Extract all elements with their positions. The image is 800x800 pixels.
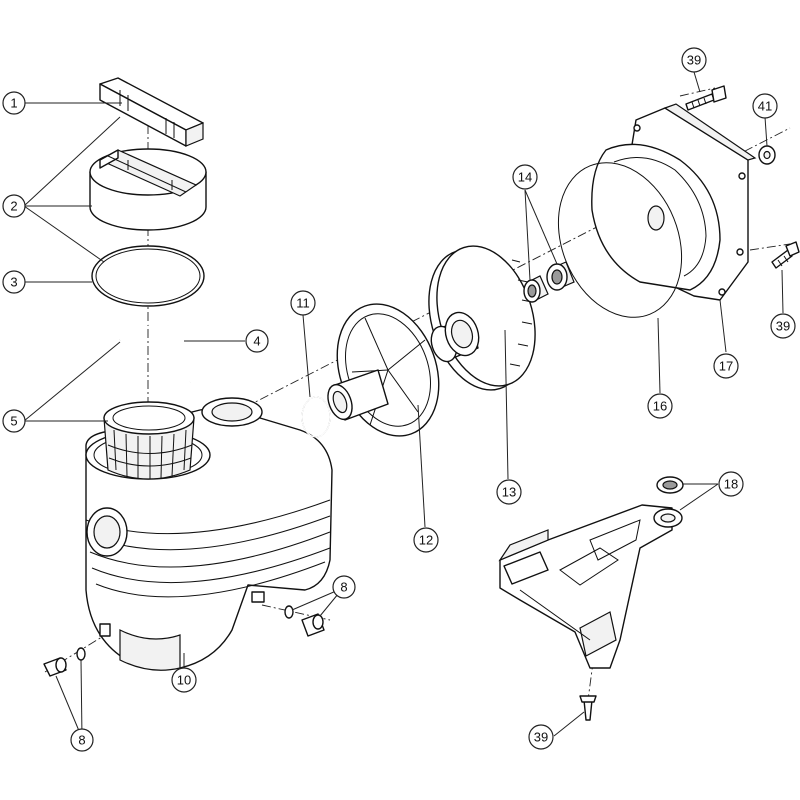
part-strainer-basket <box>103 401 195 480</box>
svg-text:10: 10 <box>177 673 191 688</box>
part-screw-top <box>685 85 727 111</box>
callout-17: 17 <box>713 353 739 379</box>
part-screw-right <box>771 241 800 269</box>
svg-text:1: 1 <box>10 96 17 111</box>
part-drain-plug-left <box>43 647 86 677</box>
callout-41: 41 <box>752 93 778 119</box>
part-handle-bar <box>99 77 204 147</box>
callout-39-top: 39 <box>681 47 707 73</box>
callout-39-right: 39 <box>770 313 796 339</box>
callout-11: 11 <box>290 290 316 316</box>
svg-text:18: 18 <box>724 477 738 492</box>
part-o-ring-diffuser <box>301 396 331 438</box>
callout-4: 4 <box>245 329 269 353</box>
svg-text:16: 16 <box>653 399 667 414</box>
callout-16: 16 <box>647 393 673 419</box>
svg-text:39: 39 <box>687 53 701 68</box>
part-screw-bottom <box>579 695 597 721</box>
svg-text:8: 8 <box>78 733 85 748</box>
svg-text:14: 14 <box>518 170 532 185</box>
svg-text:13: 13 <box>502 485 516 500</box>
svg-text:5: 5 <box>10 414 17 429</box>
part-washer <box>758 145 776 165</box>
callout-1: 1 <box>2 91 26 115</box>
part-base-foot <box>498 476 684 669</box>
svg-text:3: 3 <box>10 275 17 290</box>
part-diffuser <box>327 303 440 437</box>
part-drain-plug-right <box>284 605 325 637</box>
callout-2: 2 <box>2 194 26 218</box>
part-shaft-seal <box>523 261 575 303</box>
svg-text:2: 2 <box>10 199 17 214</box>
callout-13: 13 <box>496 479 522 505</box>
svg-text:4: 4 <box>253 334 260 349</box>
callout-10: 10 <box>171 667 197 693</box>
part-impeller <box>428 245 536 391</box>
callout-14: 14 <box>512 164 538 190</box>
callout-18: 18 <box>718 471 744 497</box>
svg-text:8: 8 <box>340 580 347 595</box>
part-lid <box>89 148 207 231</box>
svg-text:17: 17 <box>719 359 733 374</box>
part-clip <box>119 322 193 383</box>
svg-text:12: 12 <box>419 533 433 548</box>
callout-8-left: 8 <box>70 728 94 752</box>
callout-3: 3 <box>2 270 26 294</box>
callout-12: 12 <box>413 527 439 553</box>
part-o-ring-lid <box>91 245 205 307</box>
svg-text:11: 11 <box>296 296 310 311</box>
part-o-ring-large <box>557 162 683 318</box>
callout-5: 5 <box>2 409 26 433</box>
callout-39-bottom: 39 <box>528 724 554 750</box>
svg-text:39: 39 <box>776 319 790 334</box>
part-seal-plate <box>591 103 757 301</box>
callout-8-right: 8 <box>332 575 356 599</box>
svg-text:41: 41 <box>758 99 772 114</box>
svg-text:39: 39 <box>534 730 548 745</box>
